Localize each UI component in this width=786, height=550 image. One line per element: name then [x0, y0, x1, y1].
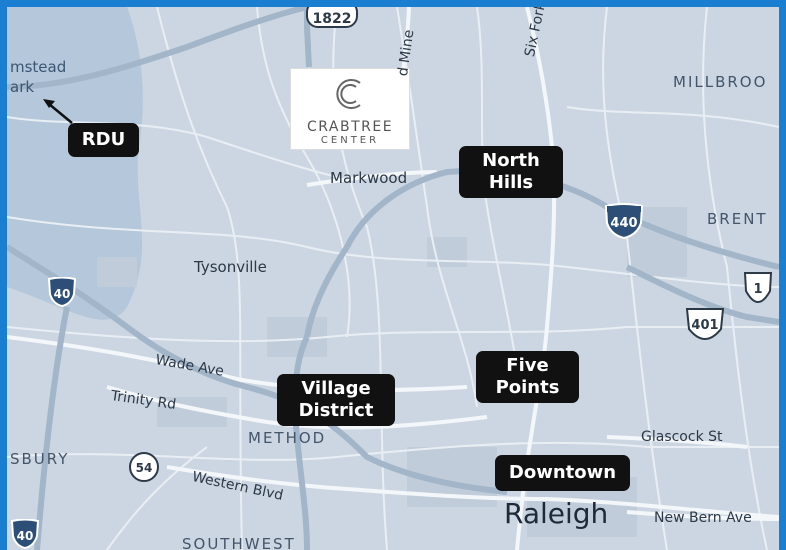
method-label: METHOD: [248, 429, 327, 447]
i-40-west-text: 40: [54, 287, 71, 301]
nc-54-text: 54: [136, 461, 153, 475]
five-points-line-2: Points: [495, 377, 560, 398]
markwood-label: Markwood: [330, 169, 408, 187]
raleigh-label: Raleigh: [504, 497, 609, 530]
i-40-west-shield: 40: [47, 276, 77, 311]
rdu-pill[interactable]: RDU: [68, 123, 139, 157]
crabtree-name: CRABTREE: [306, 119, 394, 135]
crabtree-sub: CENTER: [320, 135, 380, 146]
us-1-shield: 1: [742, 269, 774, 309]
us-401-text: 401: [691, 318, 718, 333]
i-40-south-text: 40: [17, 529, 34, 543]
crabtree-c-icon: [336, 79, 361, 109]
southwest-label: SOUTHWEST: [182, 535, 296, 550]
arterial-roads: [7, 7, 779, 550]
umstead-park-label: mstead ark: [10, 57, 66, 97]
north-hills-line-1: North: [482, 150, 540, 171]
glascock-st-label: Glascock St: [641, 429, 723, 445]
new-bern-ave-label: New Bern Ave: [654, 510, 752, 526]
umstead-line-2: ark: [10, 78, 35, 96]
village-district-line-1: Village: [301, 378, 371, 399]
nc-54-shield: 54: [128, 451, 160, 487]
i-40-south-shield: 40: [10, 518, 40, 550]
sbury-label: SBURY: [10, 450, 70, 468]
i-440-text: 440: [610, 216, 637, 231]
downtown-pill[interactable]: Downtown: [495, 455, 630, 491]
brent-label: BRENT: [707, 210, 768, 228]
umstead-line-1: mstead: [10, 58, 67, 76]
millbrook-label: MILLBROO: [673, 73, 768, 91]
five-points-line-1: Five: [506, 355, 549, 376]
village-district-line-2: District: [298, 400, 374, 421]
us-1822-text: 1822: [313, 11, 352, 27]
crabtree-center-logo[interactable]: CRABTREE CENTER: [291, 69, 409, 149]
tysonville-label: Tysonville: [194, 258, 267, 276]
rdu-direction-arrow: [43, 99, 73, 124]
us-1822-shield: 1822: [306, 7, 358, 33]
north-hills-line-2: Hills: [488, 172, 534, 193]
us-1-text: 1: [753, 282, 762, 297]
us-401-shield: 401: [683, 305, 727, 345]
i-440-shield: 440: [603, 203, 645, 243]
